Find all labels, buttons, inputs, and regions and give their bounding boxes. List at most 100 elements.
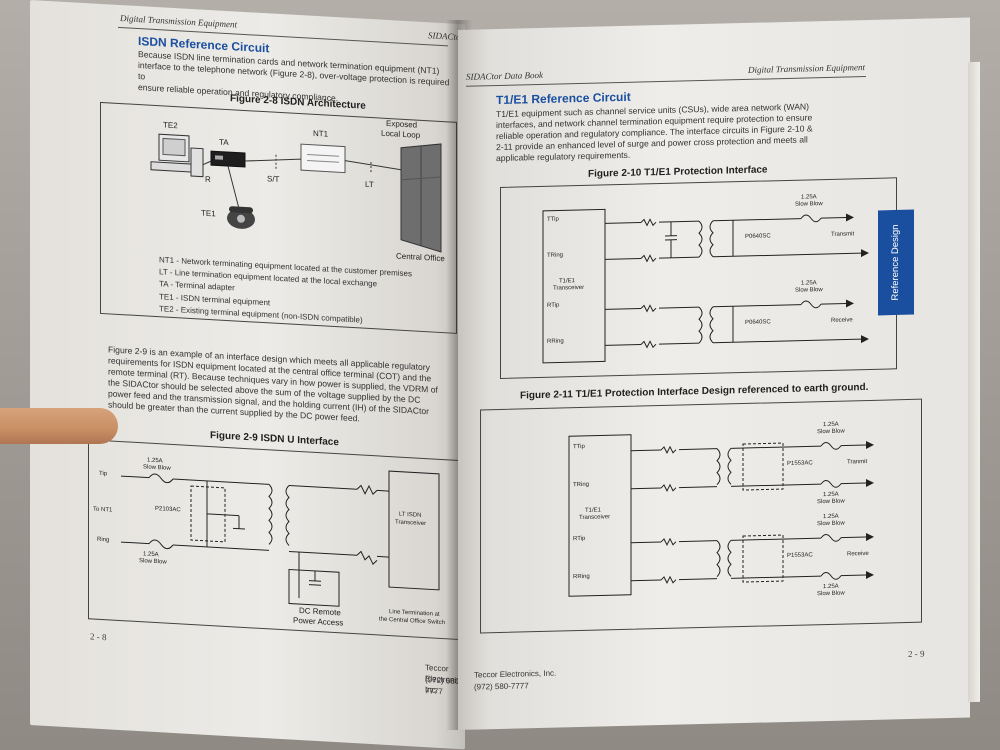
t1-section-title: T1/E1 Reference Circuit [496, 89, 631, 108]
page-number-right: 2 - 9 [908, 648, 925, 660]
transformer-coil [698, 220, 703, 258]
arrow-icon [846, 299, 854, 308]
rtip-label: RTip [573, 535, 586, 543]
t1-paragraph: T1/E1 equipment such as channel service … [496, 100, 856, 164]
lt-label: LT [365, 179, 374, 190]
resistor-symbol [356, 550, 378, 566]
fuse-rating: 1.25A [823, 421, 839, 429]
fuse-rating: 1.25A [823, 491, 839, 499]
resistor-symbol [660, 483, 677, 493]
ta-label: TA [219, 137, 229, 148]
fig29-title: Figure 2-9 ISDN U Interface [210, 430, 339, 449]
dc-remote-box [288, 568, 340, 607]
part-label: P1553AC [787, 460, 813, 467]
transmit-label: Tranmit [847, 459, 868, 466]
arrow-icon [861, 249, 869, 258]
ttip-label: TTip [547, 216, 559, 223]
resistor-symbol [640, 340, 657, 349]
fuse-type: Slow Blow [817, 498, 845, 506]
sidactor-package [742, 534, 784, 583]
running-header-left: SIDACtor Data Book [466, 69, 543, 82]
transceiver-box [542, 208, 606, 364]
resistor-symbol [640, 218, 657, 227]
fuse-top-rating: 1.25A [147, 457, 163, 465]
fig28-frame: TE2 TA NT1 R S/T LT Exposed Local Loop T… [100, 101, 457, 334]
transformer-coil [727, 539, 732, 577]
receive-label: Receive [847, 550, 869, 558]
fuse-symbol [800, 214, 822, 223]
fuse-type: Slow Blow [817, 428, 845, 436]
te1-label: TE1 [201, 208, 216, 219]
transceiver-label: T1/E1 [585, 507, 602, 514]
tip-label: Tip [99, 470, 108, 478]
fuse-rating: 1.25A [823, 583, 839, 591]
transformer-coil [268, 484, 273, 545]
fuse-symbol [820, 572, 842, 580]
arrow-icon [866, 441, 874, 450]
ttip-label: TTip [573, 443, 585, 451]
computer-icon [150, 133, 204, 178]
isdn-u-interface-schematic [121, 470, 440, 607]
fuse-rating: 1.25A [823, 513, 839, 521]
transformer-coil [716, 540, 721, 578]
ring-label: Ring [97, 536, 110, 544]
r-label: R [205, 174, 211, 185]
footer-phone-right: (972) 580-7777 [474, 681, 529, 692]
fig210-frame: TTip TRing RTip RRing T1/E1 Transceiver … [500, 177, 897, 379]
thumb [0, 408, 118, 444]
transceiver-label-2: Transceiver [579, 514, 611, 522]
resistor-symbol [356, 484, 378, 496]
part-label: P0640SC [745, 319, 771, 326]
t1-protection-schematic [542, 208, 869, 364]
page-stack-edge [968, 61, 980, 703]
st-label: S/T [267, 174, 280, 184]
exposed-label: Exposed [386, 118, 418, 130]
fuse-rating: 1.25A [801, 280, 817, 287]
rring-label: RRing [547, 338, 564, 345]
fuse-symbol [820, 534, 842, 542]
resistor-symbol [660, 575, 677, 585]
transformer-coil [709, 220, 714, 258]
fuse-type: Slow Blow [817, 590, 845, 598]
transformer-coil [285, 485, 290, 546]
fuse-type: Slow Blow [817, 520, 845, 528]
fuse-rating: 1.25A [801, 194, 817, 201]
rtip-label: RTip [547, 302, 560, 309]
transformer-coil [716, 448, 721, 486]
transformer-coil [709, 306, 714, 344]
fuse-symbol [148, 473, 174, 484]
fuse-type: Slow Blow [795, 287, 823, 294]
isdn-architecture-diagram [150, 133, 442, 253]
receive-label: Receive [831, 317, 853, 324]
fig29-frame: 1.25A Slow Blow Tip To NT1 P2103AC Ring … [88, 439, 462, 641]
arrow-icon [866, 571, 874, 580]
left-page: Digital Transmission Equipment SIDACtor … [30, 0, 465, 750]
arrow-icon [866, 479, 874, 488]
fig211-frame: TTip TRing RTip RRing T1/E1 Transceiver … [480, 398, 922, 634]
terminal-adapter-icon [210, 150, 246, 168]
fuse-bottom-rating: 1.25A [143, 551, 159, 559]
fuse-symbol [820, 480, 842, 488]
rring-label: RRing [573, 573, 590, 581]
fuse-symbol [148, 539, 174, 550]
right-page: SIDACtor Data Book Digital Transmission … [458, 17, 970, 730]
transformer-coil [698, 306, 703, 344]
transceiver-label: T1/E1 [559, 278, 576, 285]
fuse-type: Slow Blow [795, 201, 823, 208]
to-nt1-label: To NT1 [93, 506, 113, 514]
transceiver-box [568, 434, 632, 597]
arrow-icon [866, 533, 874, 542]
tring-label: TRing [573, 481, 590, 489]
te2-label: TE2 [163, 120, 178, 131]
resistor-symbol [640, 254, 657, 263]
resistor-symbol [660, 445, 677, 455]
resistor-symbol [660, 537, 677, 547]
fuse-symbol [820, 442, 842, 450]
arrow-icon [861, 335, 869, 344]
fig210-title: Figure 2-10 T1/E1 Protection Interface [588, 164, 768, 180]
nt1-label: NT1 [313, 128, 329, 139]
resistor-symbol [640, 304, 657, 313]
t1-earth-ground-schematic [568, 434, 874, 597]
fig211-title: Figure 2-11 T1/E1 Protection Interface D… [520, 381, 869, 402]
